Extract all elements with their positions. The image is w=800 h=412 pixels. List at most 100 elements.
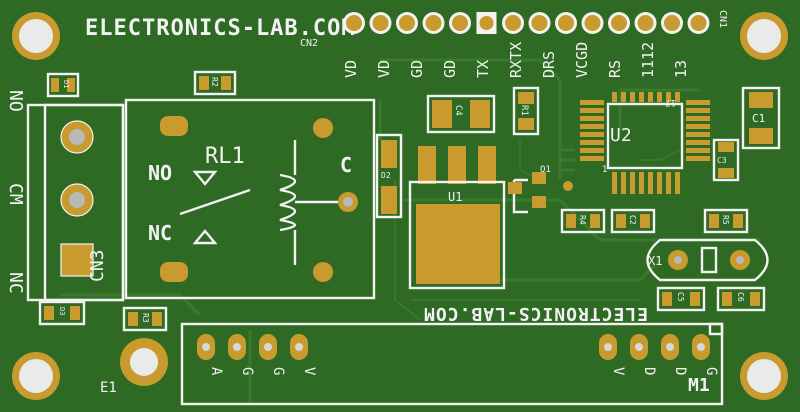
- header-pin-label: TX: [474, 60, 492, 78]
- ic-pin: [675, 92, 680, 102]
- header-pin: [555, 12, 577, 34]
- component-c4: C4: [426, 94, 496, 134]
- header-pin-label: VCGD: [573, 42, 591, 78]
- header-pin: [422, 12, 445, 34]
- ic-pin: [666, 92, 671, 102]
- mounting-holes: [12, 12, 788, 400]
- ic-pin: [621, 92, 626, 102]
- regulator-label: U1: [448, 190, 462, 204]
- component-c1: C1: [741, 86, 781, 150]
- ic-pin: [580, 124, 604, 129]
- svg-text:D1: D1: [62, 80, 70, 88]
- ic-pin: [580, 132, 604, 137]
- header-pin-label: GD: [441, 60, 459, 78]
- brand-text-bottom: ELECTRONICS-LAB.COM: [423, 303, 648, 324]
- header-pin: [528, 12, 551, 34]
- module-pin-label: G: [270, 367, 286, 375]
- module-pin: G: [259, 334, 286, 375]
- svg-text:C5: C5: [676, 292, 685, 302]
- header-pin: [661, 12, 683, 34]
- ic-pin: [612, 92, 617, 102]
- ic-pin: [666, 172, 671, 194]
- brand-text-top: ELECTRONICS-LAB.COM: [85, 16, 356, 41]
- ic-pin: [648, 92, 653, 102]
- component-c2: C2: [610, 208, 656, 234]
- header-pin-label: GD: [408, 60, 426, 78]
- ic-pin: [686, 100, 710, 105]
- ic-pin: [686, 116, 710, 121]
- ic-label: U2: [610, 125, 632, 146]
- module-pin-label: D: [641, 367, 657, 375]
- ic-pin: [580, 140, 604, 145]
- ic-pin: [621, 172, 626, 194]
- terminal-cm-label: CM: [5, 183, 26, 205]
- ic-pin: [630, 172, 635, 194]
- svg-text:R5: R5: [721, 215, 730, 225]
- transistor-q1: Q1: [508, 165, 573, 214]
- crystal-x1: X1: [646, 238, 769, 282]
- header-pin: [608, 12, 630, 34]
- header-pin-label: VD: [342, 60, 360, 78]
- header-pin: [581, 12, 604, 34]
- ic-pin: [657, 92, 662, 102]
- svg-text:17: 17: [665, 97, 676, 107]
- component-c3: C3: [712, 138, 740, 182]
- svg-text:D2: D2: [381, 171, 391, 180]
- svg-text:Q1: Q1: [540, 165, 551, 175]
- relay-c-label: C: [340, 153, 352, 177]
- header-pin-label: VD: [375, 60, 393, 78]
- component-c6: C6: [716, 286, 766, 312]
- header-pin-label: RS: [606, 60, 624, 78]
- svg-text:D3: D3: [58, 307, 66, 315]
- svg-text:R4: R4: [578, 215, 587, 225]
- header-pin-label: RXTX: [507, 42, 525, 78]
- component-r5: R5: [703, 208, 749, 234]
- svg-text:C4: C4: [453, 105, 463, 116]
- ic-pin: [686, 108, 710, 113]
- component-r4: R4: [560, 208, 606, 234]
- cn1-label: CN1: [717, 10, 728, 28]
- terminal-no-label: NO: [5, 90, 26, 112]
- module-pin-label: A: [208, 367, 224, 376]
- ic-pin: [686, 140, 710, 145]
- ic-pin: [686, 156, 710, 161]
- ic-pin: [675, 172, 680, 194]
- header-pin: [343, 12, 365, 34]
- header-pin: [369, 12, 392, 34]
- svg-text:C1: C1: [752, 112, 765, 125]
- relay-nc-label: NC: [148, 221, 172, 245]
- svg-text:R3: R3: [141, 313, 150, 323]
- component-d2: D2: [375, 133, 403, 219]
- ic-pin: [639, 172, 644, 194]
- module-pin: V: [599, 334, 626, 376]
- component-d1: D1: [46, 72, 80, 98]
- module-pin: G: [228, 334, 255, 375]
- component-r3: R3: [122, 306, 168, 332]
- component-c5: C5: [656, 286, 706, 312]
- terminal-block-cn3: NO CM NC CN3: [5, 90, 125, 302]
- header-pin-label: DRS: [540, 51, 558, 78]
- cn3-label: CN3: [87, 249, 108, 282]
- module-pin-label: V: [301, 367, 317, 376]
- component-r2: R2: [193, 70, 237, 96]
- relay-rl1: RL1 NO NC C: [124, 98, 376, 300]
- ic-pin: [686, 132, 710, 137]
- copper-traces: [60, 58, 760, 405]
- module-pin: G: [692, 334, 719, 375]
- component-d3: D3: [38, 300, 86, 326]
- svg-text:C2: C2: [628, 215, 637, 225]
- crystal-label: X1: [648, 254, 662, 268]
- svg-text:C6: C6: [736, 292, 745, 302]
- relay-no-label: NO: [148, 161, 172, 185]
- module-pin-label: G: [703, 367, 719, 375]
- ic-pin: [580, 148, 604, 153]
- module-pin: V: [290, 334, 317, 376]
- ic-pin: [580, 156, 604, 161]
- header-pin: [634, 12, 657, 34]
- module-pin-label: G: [239, 367, 255, 375]
- module-pin: A: [197, 334, 224, 376]
- module-pin: D: [661, 334, 688, 375]
